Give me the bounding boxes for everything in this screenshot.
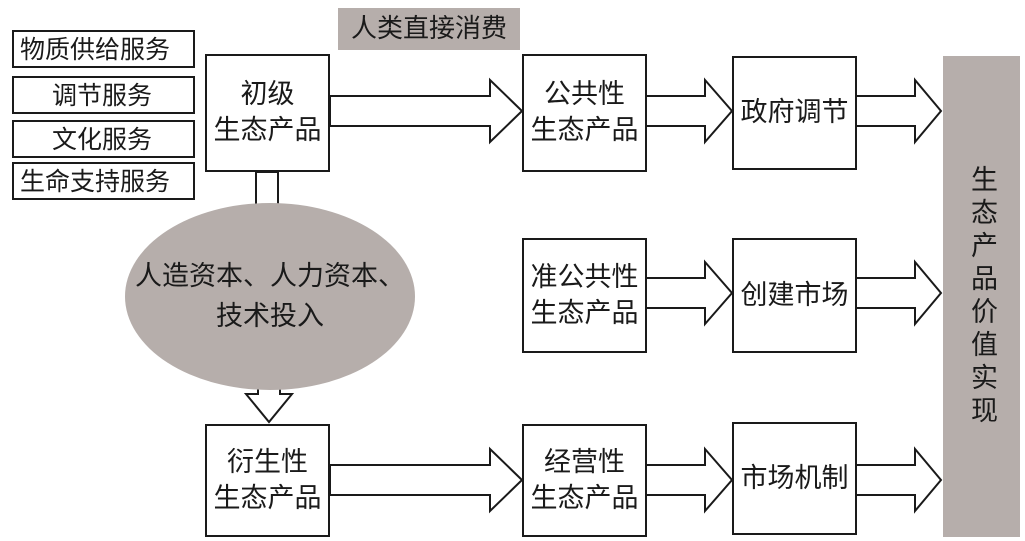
public-product-box: 公共性 生态产品 [522,54,647,172]
service-material-supply: 物质供给服务 [12,30,195,68]
arrow-derived-to-operating [329,446,524,514]
value-realization-label: 生态产品价值实现 [966,164,997,429]
investment-label: 人造资本、人力资本、 技术投入 [135,260,405,332]
direct-consumption-label: 人类直接消费 [338,8,520,50]
operating-product-box: 经营性 生态产品 [522,424,647,537]
arrow-market-to-value [855,259,943,327]
arrow-quasi-to-market [644,259,734,327]
primary-product-label: 初级 生态产品 [213,79,322,146]
derived-product-box: 衍生性 生态产品 [205,424,330,537]
create-market-label: 创建市场 [740,279,849,311]
arrow-public-to-gov [644,77,734,145]
service-life-support: 生命支持服务 [12,162,195,200]
operating-product-label: 经营性 生态产品 [530,446,639,514]
value-realization-bar: 生态产品价值实现 [943,56,1020,537]
primary-product-box: 初级 生态产品 [205,54,330,172]
arrow-operating-to-mechanism [644,446,734,514]
create-market-box: 创建市场 [732,238,857,353]
arrow-mechanism-to-value [855,446,943,514]
market-mechanism-label: 市场机制 [740,462,849,494]
quasi-public-product-box: 准公共性 生态产品 [522,238,647,353]
connector-primary-to-investment [255,171,279,207]
service-culture: 文化服务 [12,120,195,158]
gov-regulation-box: 政府调节 [732,56,857,170]
investment-oval: 人造资本、人力资本、 技术投入 [125,203,415,390]
gov-regulation-label: 政府调节 [740,97,849,128]
public-product-label: 公共性 生态产品 [530,79,639,146]
derived-product-label: 衍生性 生态产品 [213,446,322,514]
quasi-public-product-label: 准公共性 生态产品 [530,261,639,329]
service-regulation: 调节服务 [12,76,195,114]
arrow-gov-to-value [855,77,943,145]
market-mechanism-box: 市场机制 [732,422,857,535]
arrow-primary-to-public [329,77,524,145]
